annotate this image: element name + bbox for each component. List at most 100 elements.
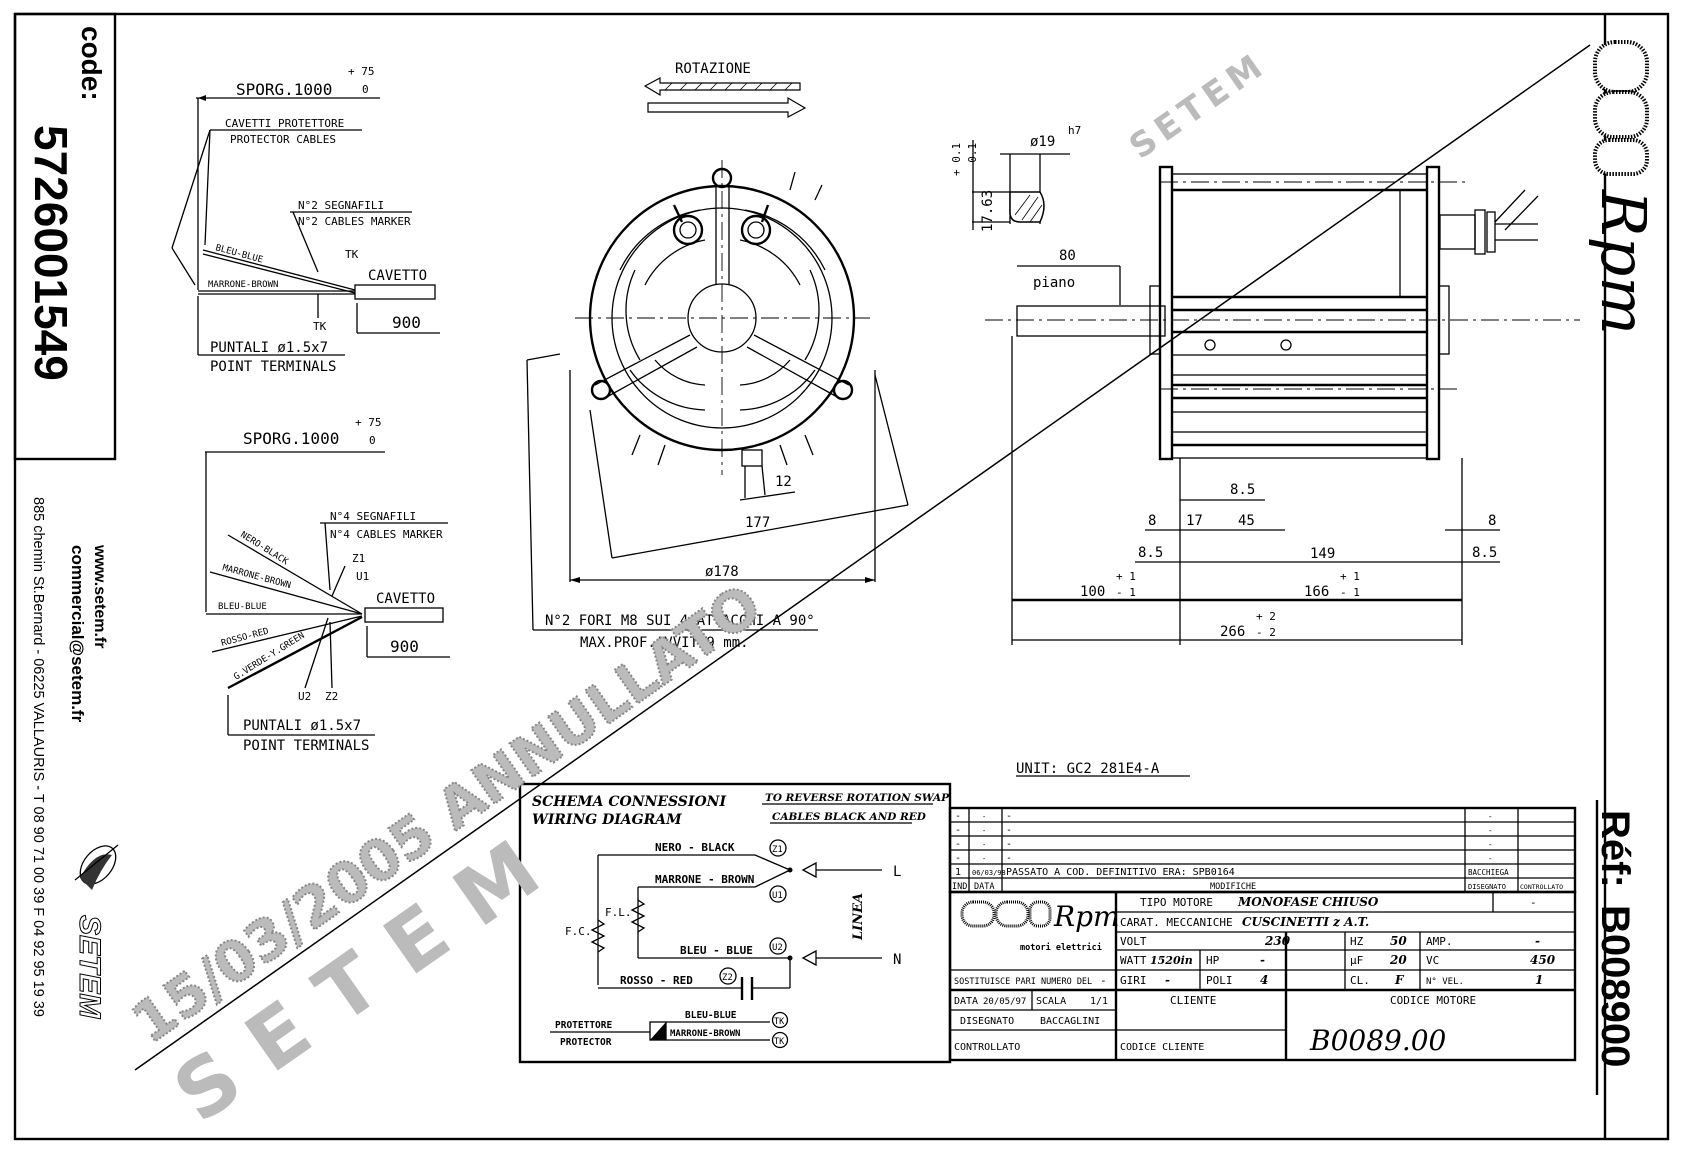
cliente-label: CLIENTE [1170,994,1216,1007]
cable-detail-4-wire: SPORG.1000 + 75 0 N°4 SEGNAFILI N°4 CABL… [205,416,450,754]
volt-label: VOLT [1120,935,1147,948]
rpm-brand-logo-icon [1593,40,1649,176]
hz-label: HZ [1350,935,1364,948]
sporg-4-tol-plus: + 75 [355,416,382,429]
wiring-black-label: NERO - BLACK [655,841,735,854]
flat-tol-plus: + 0.1 [950,143,963,176]
u1-marker: U1 [356,570,369,583]
z2-marker: Z2 [325,690,338,703]
rotation-label: ROTAZIONE [675,61,751,77]
dim-8-left: 8 [1148,513,1156,529]
codice-cliente-label: CODICE CLIENTE [1120,1042,1204,1053]
revision-cell-data: - [982,855,986,863]
dim-166: 166 [1304,584,1329,600]
cable-4-label: CAVETTO [376,591,435,607]
rev-header-disegnato: DISEGNATO [1468,883,1506,891]
watt-value: 1520in [1150,954,1193,967]
carat-meccaniche-value: CUSCINETTI z A.T. [1242,915,1369,929]
dim-17: 17 [1186,513,1203,529]
revision-cell-dis: - [1488,812,1493,821]
dim-266-tol-plus: + 2 [1256,610,1276,623]
codice-motore-value: B0089.00 [1309,1024,1446,1057]
address-text: 885 chemin St.Bernard - 06225 VALLAURIS … [30,497,46,1017]
code-label: code: [76,26,107,101]
setem-watermark-2: SETEM [1122,44,1274,167]
uf-label: µF [1350,954,1363,967]
front-view: ROTAZIONE [526,61,909,651]
drawing-border [13,12,1670,1141]
dim-80: 80 [1059,248,1076,264]
revision-cell-mod: PASSATO A COD. DEFINITIVO ERA: SPB0164 [1006,867,1235,878]
reverse-note-line1: TO REVERSE ROTATION SWAP [765,792,950,804]
giri-value: - [1165,973,1170,987]
rotation-arrow-left-icon [643,77,801,97]
title-block [948,890,1577,1062]
cable-4-length: 900 [390,637,419,656]
website-link[interactable]: www.setem.fr [91,544,108,648]
sostituisce-value: - [1100,974,1107,987]
wire-black-label: NERO-BLACK [238,530,290,568]
sporg-tol-zero: 0 [362,83,369,96]
cancellation-line [134,44,1591,1071]
sostituisce-label: SOSTITUISCE PARI NUMERO DEL [954,977,1092,987]
dim-266: 266 [1220,624,1245,640]
disegnato-value: BACCAGLINI [1040,1016,1100,1027]
dim-8-right: 8 [1488,513,1496,529]
controllato-label: CONTROLLATO [954,1042,1020,1053]
tk-marker-bottom: TK [313,320,327,333]
vc-label: VC [1426,954,1439,967]
revision-cell-data: - [982,813,986,821]
wire-brown-label-4: MARRONE-BROWN [221,563,292,591]
markers-4-it: N°4 SEGNAFILI [330,510,416,523]
nvel-label: N° VEL. [1426,977,1464,987]
cable-label: CAVETTO [368,268,427,284]
protector-brown-label: MARRONE-BROWN [670,1029,740,1039]
code-panel [13,12,117,461]
dim-266-tol-minus: - 2 [1256,626,1276,639]
dim-149: 149 [1310,546,1335,562]
terminal-u2: U2 [772,943,783,953]
revision-cell-data: - [982,827,986,835]
volt-value: 230 [1264,934,1291,948]
poli-label: POLI [1206,974,1233,987]
line-n-arrow-icon [801,949,817,967]
protector-tk-2: TK [774,1037,785,1047]
revision-table [948,806,1577,894]
flat-dimension: 17.63 [980,190,996,232]
nvel-value: 1 [1535,973,1543,987]
rpm-logo-subtitle: motori elettrici [1020,942,1102,953]
ref-value: B008900 [1593,905,1637,1067]
setem-brand-text: SETEM [73,915,106,1019]
rev-header-controllato: CONTROLLATO [1520,883,1563,891]
cable-length: 900 [392,313,421,332]
revision-cell-ind: 1 [955,867,961,878]
u2-marker: U2 [298,690,311,703]
dim-100-tol-plus: + 1 [1116,570,1136,583]
amp-value: - [1535,934,1540,948]
wire-brown-label: MARRONE-BROWN [208,280,278,290]
email-link[interactable]: commercial@setem.fr [68,545,87,723]
dim-166-tol-minus: - 1 [1340,586,1360,599]
uf-value: 20 [1389,953,1407,967]
watt-label: WATT [1120,954,1147,967]
revision-cell-ind: - [955,825,961,836]
field-coil-fc-label: F.C. [565,925,592,938]
revision-cell-mod: - [1006,853,1012,864]
rev-header-modifiche: MODIFICHE [1210,882,1256,892]
cable-detail-2-wire: SPORG.1000 + 75 0 CAVETTI PROTETTORE PRO… [171,65,440,375]
protector-tk-1: TK [774,1017,785,1027]
dim-166-tol-plus: + 1 [1340,570,1360,583]
data-label: DATA [954,996,978,1007]
protector-en: PROTECTOR [560,1037,612,1048]
code-value-group: 5726001549 [25,125,77,381]
dim-100-tol-minus: - 1 [1116,586,1136,599]
revision-cell-mod: - [1006,825,1012,836]
rotation-arrow-right-icon [647,96,807,118]
terminal-u1: U1 [772,891,783,901]
wire-red-label: ROSSO-RED [220,627,270,649]
code-label-group: code: [76,26,107,101]
line-n-label: N [893,952,901,968]
rev-header-ind: IND [952,882,967,892]
terminals-4-en: POINT TERMINALS [243,738,369,754]
shaft-diameter: ø19 [1030,134,1055,150]
